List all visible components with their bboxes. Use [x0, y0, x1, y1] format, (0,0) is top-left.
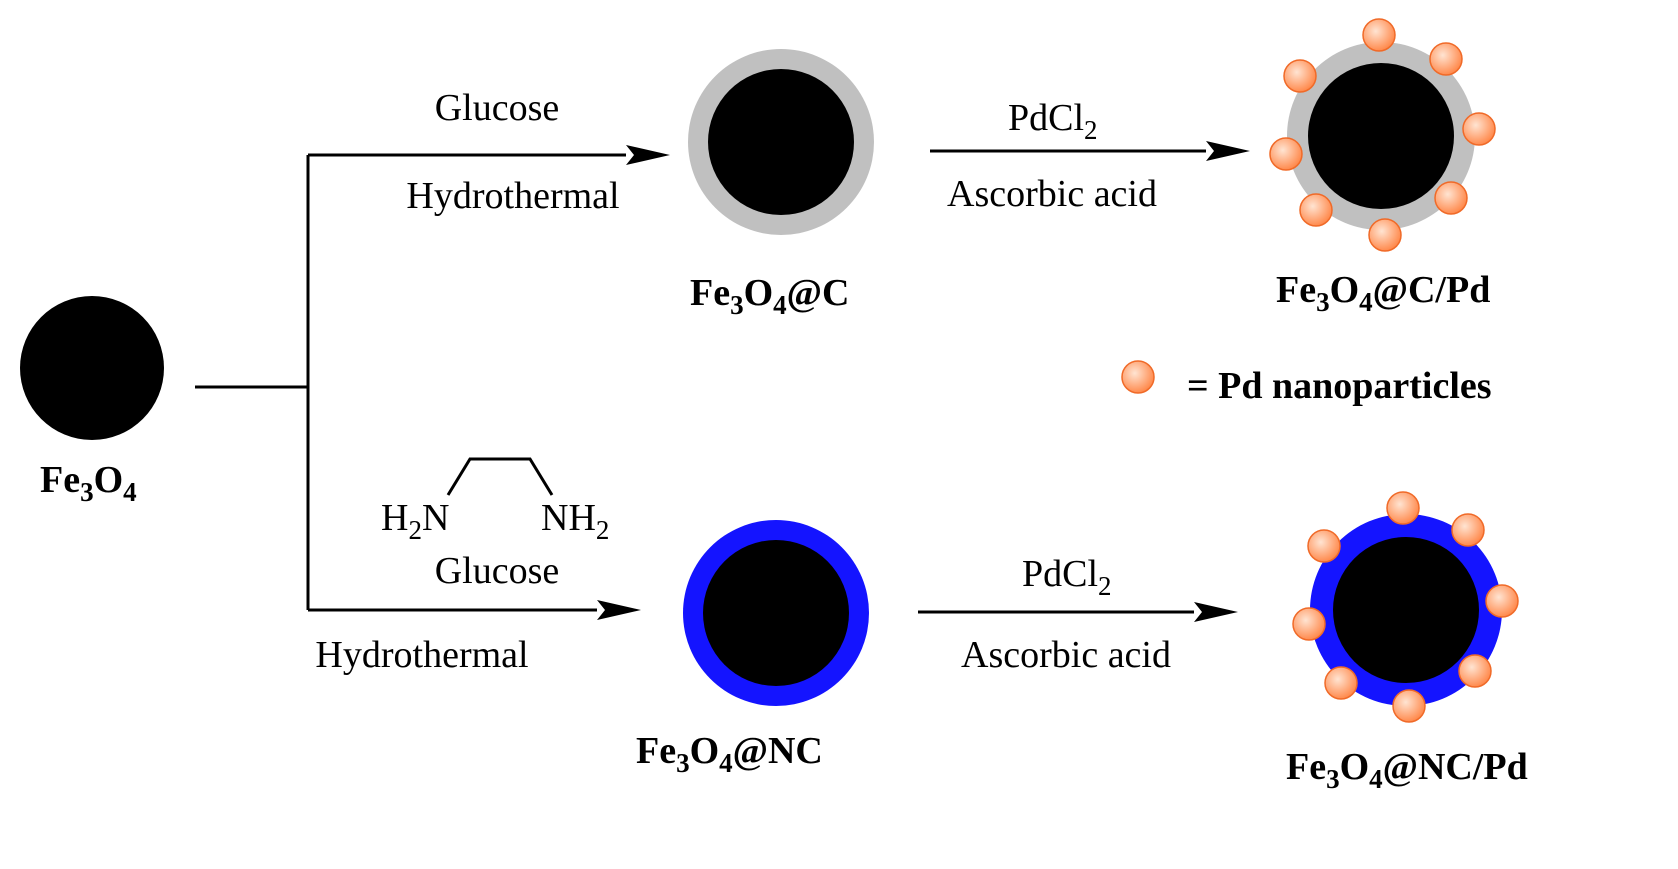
pd-nanoparticle	[1292, 607, 1326, 641]
bottom-pdcl2-label: PdCl2	[1022, 553, 1112, 601]
top-hydrothermal-label: Hydrothermal	[406, 175, 619, 217]
top-glucose-label: Glucose	[435, 87, 560, 129]
bottom-pd-nanoparticles	[1292, 491, 1519, 723]
pd-nanoparticle	[1283, 59, 1317, 93]
pd-nanoparticle	[1362, 18, 1396, 52]
pd-nanoparticle	[1458, 654, 1492, 688]
pd-nanoparticle	[1434, 181, 1468, 215]
pd-nanoparticle	[1429, 42, 1463, 76]
legend-text: = Pd nanoparticles	[1187, 365, 1492, 407]
pd-nanoparticle	[1392, 689, 1426, 723]
ethylenediamine-structure: H2N NH2	[381, 457, 609, 545]
fe3o4-label: Fe3O4	[40, 459, 137, 507]
pd-nanoparticle	[1299, 193, 1333, 227]
top-pdcl2-label: PdCl2	[1008, 97, 1098, 145]
bottom-glucose-label: Glucose	[435, 550, 560, 592]
fe3o4-at-nc-particle	[683, 520, 869, 706]
pd-nanoparticle	[1269, 137, 1303, 171]
fe3o4-at-c-particle	[688, 49, 874, 235]
branch-connector	[195, 145, 670, 620]
legend-pd-icon	[1121, 360, 1155, 394]
top-arrowhead	[626, 145, 670, 165]
bottom-arrowhead	[597, 600, 641, 620]
fe3o4-at-c-label: Fe3O4@C	[690, 272, 849, 320]
top-step2-arrowhead	[1206, 141, 1250, 161]
pd-nanoparticle	[1324, 666, 1358, 700]
fe3o4-at-c-pd-label: Fe3O4@C/Pd	[1276, 269, 1490, 317]
h2n-label: H2N	[381, 497, 449, 545]
pd-nanoparticle	[1386, 491, 1420, 525]
top-pd-nanoparticles	[1269, 18, 1496, 252]
fe3o4-at-c-pd-particle	[1287, 42, 1475, 230]
bottom-ascorbic-acid-label: Ascorbic acid	[961, 634, 1171, 676]
fe3o4-core-particle	[20, 296, 164, 440]
pd-nanoparticle	[1307, 529, 1341, 563]
pd-nanoparticle	[1485, 584, 1519, 618]
pd-nanoparticle	[1462, 112, 1496, 146]
fe3o4-at-nc-label: Fe3O4@NC	[636, 730, 823, 778]
nh2-label: NH2	[541, 497, 609, 545]
pd-nanoparticle	[1368, 218, 1402, 252]
bottom-step2-arrowhead	[1194, 602, 1238, 622]
top-ascorbic-acid-label: Ascorbic acid	[947, 173, 1157, 215]
fe3o4-at-nc-pd-particle	[1310, 514, 1502, 706]
pd-nanoparticle	[1451, 513, 1485, 547]
fe3o4-at-nc-pd-label: Fe3O4@NC/Pd	[1286, 746, 1528, 794]
bottom-hydrothermal-label: Hydrothermal	[315, 634, 528, 676]
